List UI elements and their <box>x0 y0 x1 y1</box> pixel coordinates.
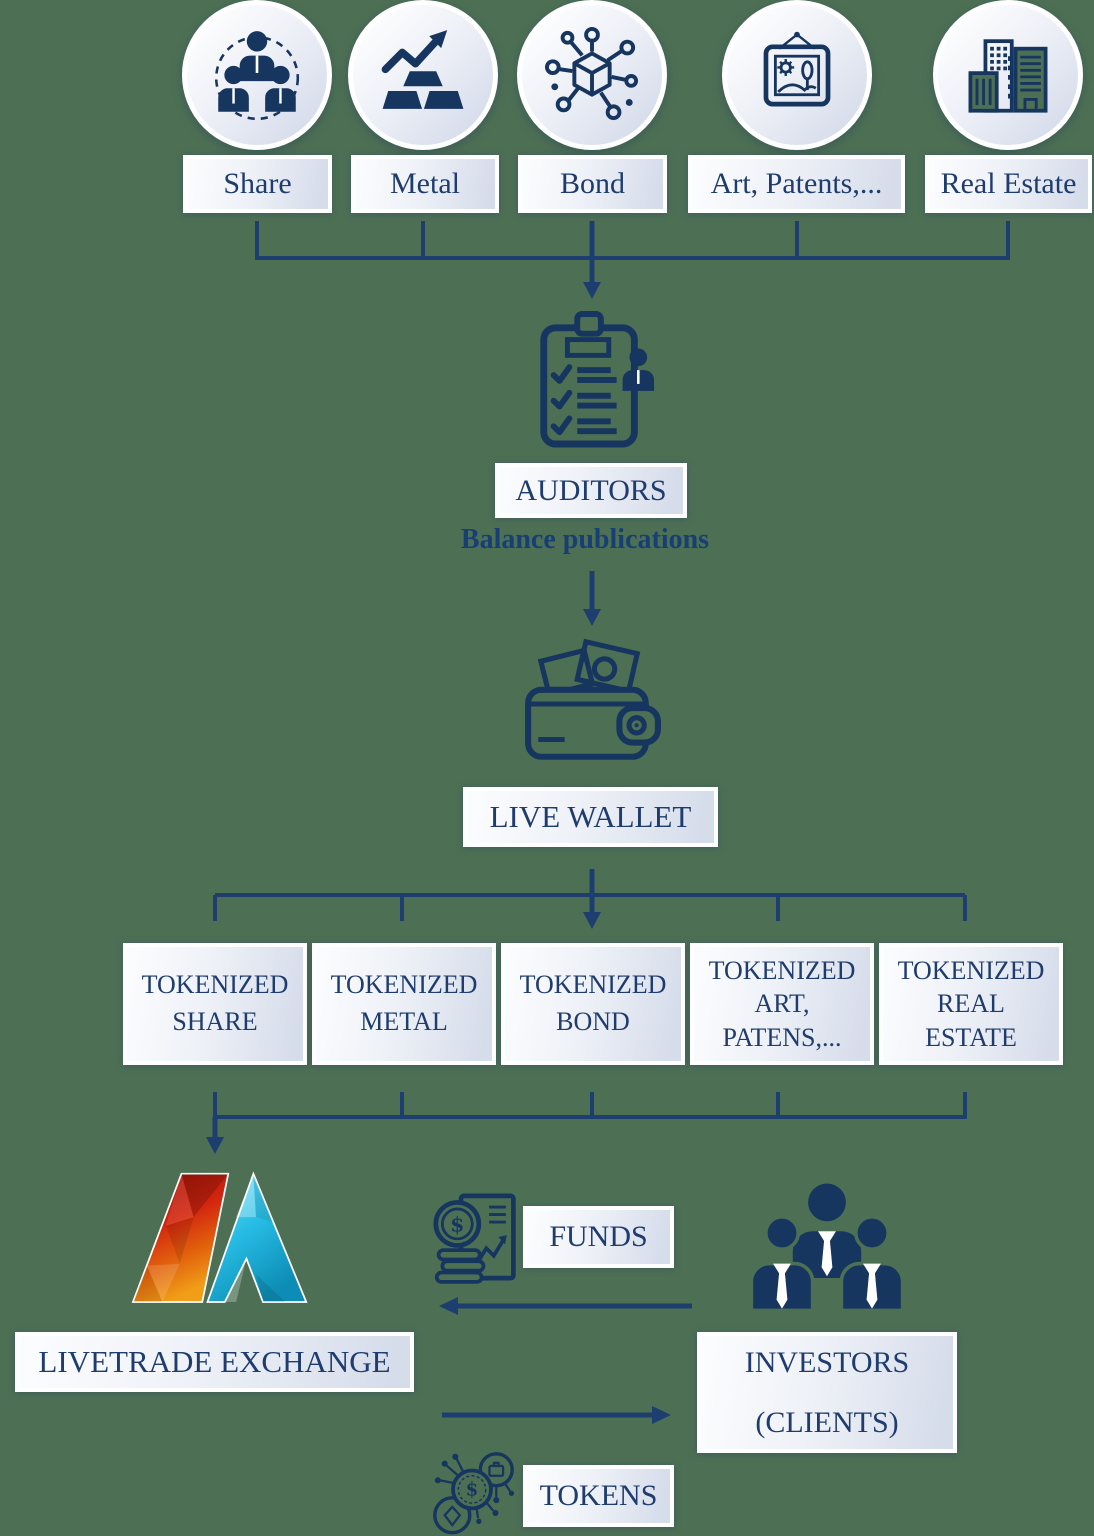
funds-box: FUNDS <box>523 1206 674 1268</box>
asset-label-realestate-text: Real Estate <box>940 167 1077 200</box>
investors-box: INVESTORS (CLIENTS) <box>697 1332 957 1453</box>
buildings-icon <box>968 39 1048 113</box>
asset-label-bond-text: Bond <box>559 167 625 200</box>
arrowhead-to-exchange <box>206 1137 224 1154</box>
asset-circle-share <box>182 0 332 150</box>
tokenized-share-box: TOKENIZED SHARE <box>123 943 307 1065</box>
auditors-title: AUDITORS <box>515 473 667 507</box>
tokenized-share-text: TOKENIZED SHARE <box>141 970 289 1036</box>
live-wallet-title: LIVE WALLET <box>489 799 692 834</box>
live-wallet-box: LIVE WALLET <box>463 787 718 847</box>
tokenized-metal-box: TOKENIZED METAL <box>312 943 496 1065</box>
wallet-icon-wrap <box>520 626 662 782</box>
livetrade-exchange-box: LIVETRADE EXCHANGE <box>15 1332 414 1392</box>
asset-label-metal-text: Metal <box>390 167 460 200</box>
livetrade-logo-wrap <box>126 1162 308 1312</box>
asset-circle-art <box>722 0 872 150</box>
livetrade-exchange-title: LIVETRADE EXCHANGE <box>38 1344 391 1379</box>
auditors-icon-wrap <box>528 304 658 454</box>
blockchain-cube-icon <box>544 26 639 121</box>
funds-label: FUNDS <box>549 1220 648 1253</box>
investors-icon-wrap <box>737 1170 917 1332</box>
tokenized-metal-text: TOKENIZED METAL <box>330 970 478 1036</box>
arrowhead-to-wallet <box>583 609 601 626</box>
asset-label-share: Share <box>183 155 332 213</box>
tokenized-art-text: TOKENIZED ART, PATENS,... <box>708 956 856 1052</box>
balance-publications-text: Balance publications <box>460 524 710 555</box>
gold-bars-chart-icon <box>381 30 464 109</box>
asset-circle-metal <box>348 0 498 150</box>
asset-label-share-text: Share <box>223 167 292 200</box>
asset-label-art-patents: Art, Patents,... <box>688 155 905 213</box>
tokenized-realestate-text: TOKENIZED REAL ESTATE <box>897 956 1045 1052</box>
tokenized-art-box: TOKENIZED ART, PATENS,... <box>690 943 874 1065</box>
tokens-box: TOKENS <box>523 1465 674 1527</box>
asset-label-bond: Bond <box>518 155 667 213</box>
arrowhead-tokens-right <box>652 1406 671 1424</box>
shareholders-icon <box>214 31 300 121</box>
crypto-tokens-icon: $ <box>433 1452 515 1535</box>
asset-label-art-patents-text: Art, Patents,... <box>710 167 883 200</box>
arrowhead-to-tokenized <box>583 912 601 929</box>
investors-group-icon <box>749 1183 905 1313</box>
asset-label-realestate: Real Estate <box>925 155 1092 213</box>
tokenized-bond-box: TOKENIZED BOND <box>501 943 685 1065</box>
funds-icon-wrap: $ <box>433 1190 519 1284</box>
asset-circle-bond <box>517 0 667 150</box>
asset-circle-realestate <box>933 0 1083 150</box>
logo-cyan-lambda <box>206 1171 308 1303</box>
investors-title: INVESTORS (CLIENTS) <box>744 1345 910 1439</box>
auditors-box: AUDITORS <box>495 463 687 518</box>
wallet-icon <box>525 638 661 760</box>
tokens-icon-wrap: $ <box>428 1450 516 1536</box>
audit-clipboard-icon <box>540 311 655 448</box>
arrowhead-to-auditors <box>583 282 601 299</box>
dollar-glyph: $ <box>450 1212 464 1236</box>
tokens-label: TOKENS <box>539 1479 658 1512</box>
picture-frame-icon <box>763 31 831 107</box>
tokenized-realestate-box: TOKENIZED REAL ESTATE <box>879 943 1063 1065</box>
asset-label-metal: Metal <box>351 155 499 213</box>
livetrade-logo <box>131 1171 308 1303</box>
logo-red-chevron <box>131 1172 230 1303</box>
arrowhead-funds-left <box>439 1297 458 1315</box>
funds-report-icon: $ <box>433 1193 516 1284</box>
tokenized-bond-text: TOKENIZED BOND <box>519 970 667 1036</box>
dollar-glyph: $ <box>466 1480 479 1501</box>
